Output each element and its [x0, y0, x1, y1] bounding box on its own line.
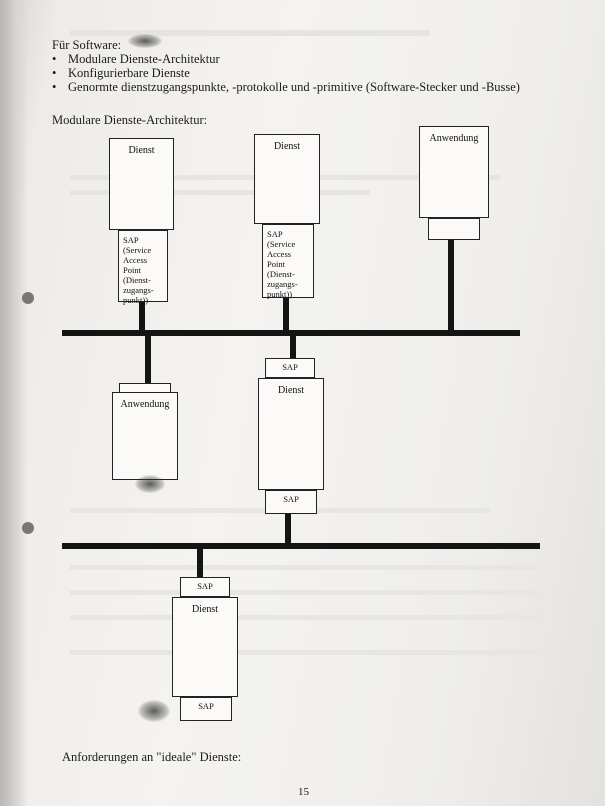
sap-line: (Service	[123, 245, 152, 255]
requirements-heading: Anforderungen an "ideale" Dienste:	[62, 750, 242, 764]
sap-line: Access	[123, 255, 148, 265]
bleed-through-line	[70, 615, 540, 620]
connector-top-left	[139, 302, 145, 332]
punch-hole-lower	[22, 522, 34, 534]
sap-dienst-center-top: SAP	[265, 358, 315, 378]
bleed-through-line	[70, 650, 540, 655]
sap-line: Access	[267, 249, 292, 259]
sap-label: SAP	[283, 494, 299, 504]
sap-line: zugangs-	[267, 279, 298, 289]
bullet-item: Genormte dienstzugangspunkte, -protokoll…	[52, 80, 520, 94]
bullet-item: Modulare Dienste-Architektur	[52, 52, 520, 66]
bleed-through-line	[70, 565, 540, 570]
connector-dienst-center-bottom	[285, 514, 291, 544]
connector-top-right	[448, 240, 454, 332]
bottom-service-bus	[62, 543, 540, 549]
dienst-label: Dienst	[191, 604, 219, 615]
sap-line: Point	[267, 259, 285, 269]
dienst-box-center: Dienst	[258, 378, 324, 490]
sap-long-top-middle: SAP (Service Access Point (Dienst- zugan…	[262, 224, 314, 299]
bullet-item: Konfigurierbare Dienste	[52, 66, 520, 80]
sap-line: SAP	[267, 229, 283, 239]
connector-anwendung-left	[145, 336, 151, 384]
ink-smudge	[135, 475, 165, 493]
dienst-label: Dienst	[273, 141, 301, 152]
anwendung-label: Anwendung	[120, 399, 170, 410]
top-service-bus	[62, 330, 520, 336]
page-curl-shadow	[0, 0, 28, 806]
sap-label: SAP	[198, 701, 214, 711]
connector-top-middle	[283, 298, 289, 332]
sap-dienst-bottom-bottom: SAP	[180, 697, 232, 721]
dienst-box-top-middle: Dienst	[254, 134, 320, 224]
sap-line: (Service	[267, 239, 296, 249]
sap-line: punkt))	[267, 289, 293, 299]
section-title: Modulare Dienste-Architektur:	[52, 113, 208, 127]
sap-dienst-bottom-top: SAP	[180, 577, 230, 597]
bleed-through-line	[70, 590, 540, 595]
anwendung-box-left: Anwendung	[112, 392, 178, 480]
punch-hole-upper	[22, 292, 34, 304]
sap-line: Point	[123, 265, 141, 275]
bleed-through-line	[70, 30, 430, 36]
sap-line: zugangs-	[123, 285, 154, 295]
connector-dienst-center-top	[290, 336, 296, 360]
sap-label: SAP	[282, 362, 298, 372]
dienst-label: Dienst	[128, 145, 155, 156]
page-number: 15	[298, 786, 309, 798]
plug-top-right	[428, 218, 480, 240]
sap-label: SAP	[197, 581, 213, 591]
connector-dienst-bottom	[197, 549, 203, 577]
sap-line: SAP	[123, 235, 139, 245]
dienst-label: Dienst	[277, 385, 305, 396]
anwendung-box-top-right: Anwendung	[419, 126, 489, 218]
software-heading: Für Software:	[52, 38, 122, 52]
bleed-through-line	[70, 190, 370, 195]
ink-smudge	[128, 34, 162, 48]
sap-dienst-center-bottom: SAP	[265, 490, 317, 514]
sap-line: (Dienst-	[267, 269, 295, 279]
dienst-box-bottom: Dienst	[172, 597, 238, 697]
sap-long-top-left: SAP (Service Access Point (Dienst- zugan…	[118, 230, 168, 305]
software-bullet-list: Modulare Dienste-Architektur Konfigurier…	[52, 52, 520, 94]
sap-line: (Dienst-	[123, 275, 151, 285]
anwendung-label: Anwendung	[429, 133, 479, 144]
dienst-box-top-left: Dienst	[109, 138, 174, 230]
sap-line: punkt))	[123, 295, 149, 305]
ink-smudge	[138, 700, 170, 722]
